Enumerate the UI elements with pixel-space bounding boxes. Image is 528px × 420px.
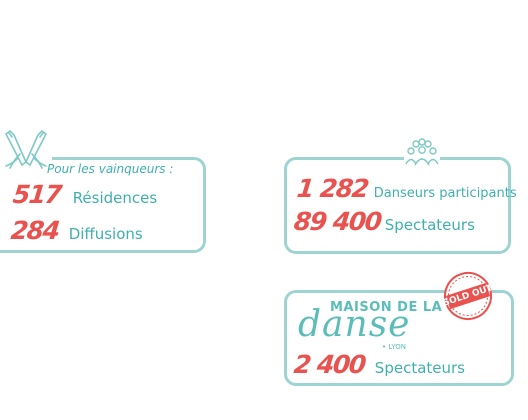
winners-card <box>0 157 206 253</box>
crowd-icon <box>404 138 440 168</box>
stat-row-maison-spectators: 2 400 Spectateurs <box>292 350 465 379</box>
stat-label: Diffusions <box>68 225 143 243</box>
maison-de-la-danse-logo: MAISON DE LA danse • LYON <box>296 300 442 352</box>
stat-label: Danseurs participants <box>373 186 517 201</box>
stat-value: 89 400 <box>292 207 383 236</box>
stat-label: Spectateurs <box>384 216 475 234</box>
stat-value: 284 <box>9 216 61 245</box>
winners-intro-text: Pour les vainqueurs : <box>47 162 174 176</box>
stat-row-diffusions: 284 Diffusions <box>9 216 143 245</box>
stat-row-dancers: 1 282 Danseurs participants <box>295 174 517 203</box>
logo-title: MAISON DE LA <box>330 300 443 315</box>
stat-value: 1 282 <box>295 174 370 203</box>
logo-sub: • LYON <box>382 343 406 351</box>
stat-row-spectators: 89 400 Spectateurs <box>292 207 475 236</box>
logo-script: danse <box>298 304 411 345</box>
stat-label: Spectateurs <box>374 359 465 377</box>
stat-label: Résidences <box>72 189 158 207</box>
crossed-pointe-shoes-icon <box>0 128 52 172</box>
dancers-card <box>284 157 511 254</box>
stat-row-residences: 517 Résidences <box>11 180 158 209</box>
stat-value: 2 400 <box>292 350 367 379</box>
stat-value: 517 <box>11 180 63 209</box>
sold-out-stamp: SOLD OUT <box>438 266 498 326</box>
